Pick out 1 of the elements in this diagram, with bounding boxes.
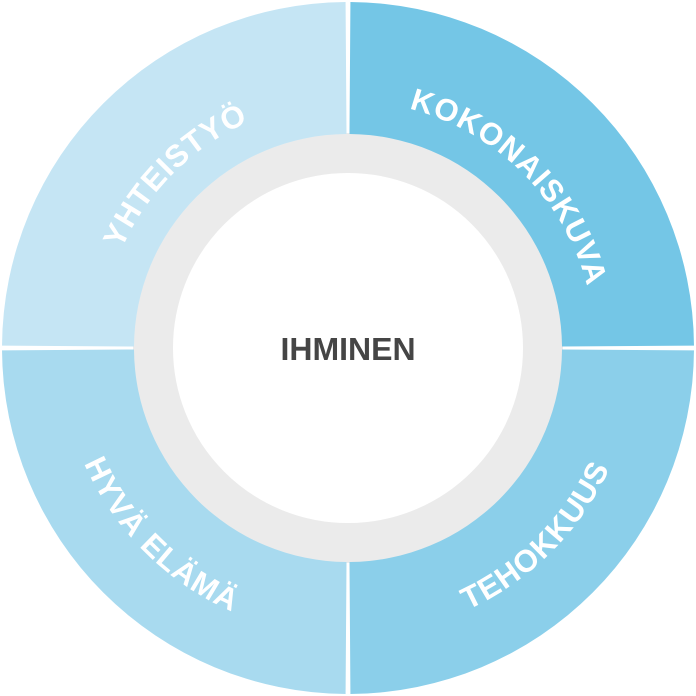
center-label: IHMINEN bbox=[280, 331, 416, 367]
